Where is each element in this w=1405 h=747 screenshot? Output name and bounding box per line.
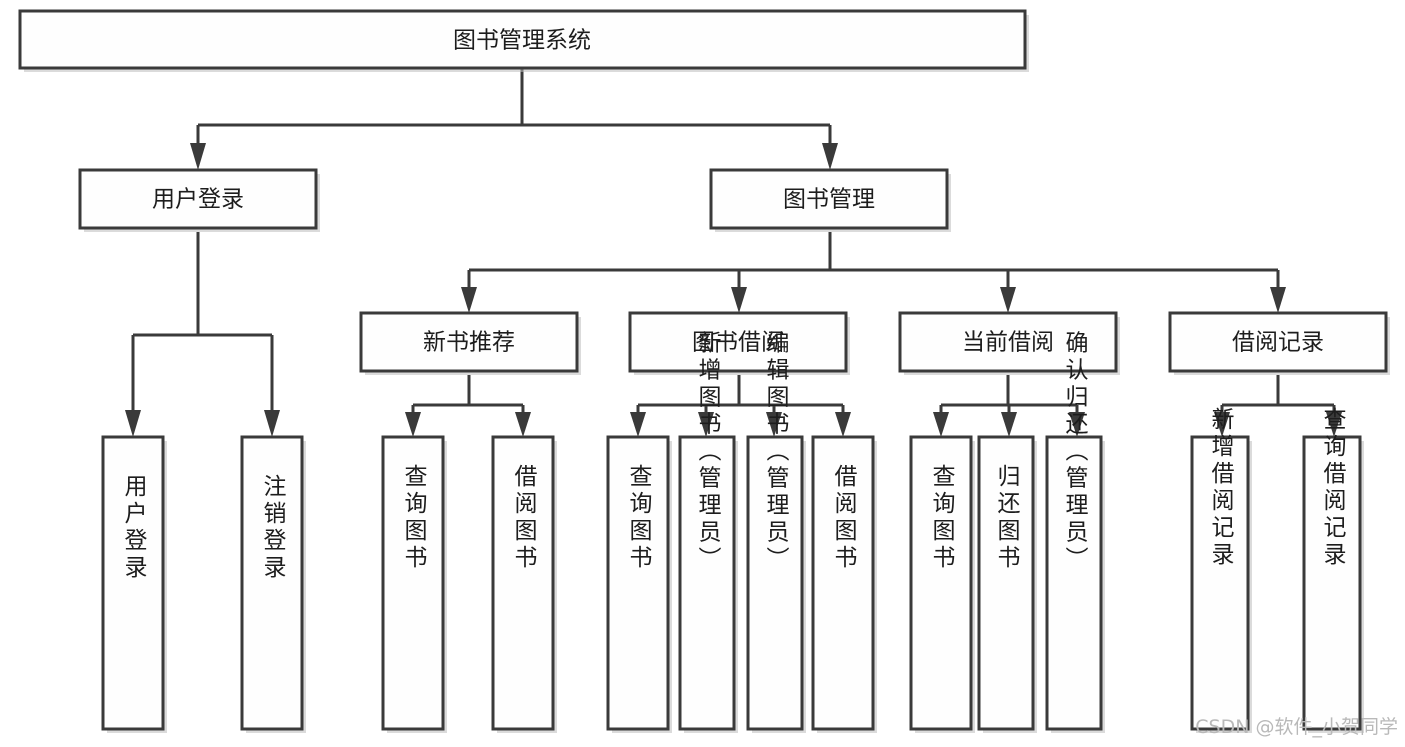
node-leaf-borrow-book-1[interactable]: 借阅图书 [491, 435, 557, 733]
node-leaf-confirm-return[interactable]: 确认归还（管理员） [1045, 331, 1105, 734]
node-leaf-user-login[interactable]: 用户登录 [101, 435, 167, 733]
node-leaf-borrow-book-2-box [811, 435, 875, 731]
node-current-borrow-label: 当前借阅 [962, 330, 1054, 356]
node-leaf-edit-book-box [746, 435, 804, 731]
arrowhead-leaf-query-record [1326, 412, 1342, 437]
node-new-book-rec-box [359, 311, 579, 373]
node-leaf-confirm-return-box [1045, 435, 1103, 731]
node-root[interactable]: 图书管理系统 [18, 9, 1029, 72]
node-leaf-borrow-book-1-box [491, 435, 555, 731]
arrowhead-leaf-add-record [1214, 412, 1230, 437]
arrowhead-leaf-query-book-2 [630, 412, 646, 437]
node-user-login-box [78, 168, 318, 230]
arrowhead-book-manage [822, 143, 838, 170]
node-book-manage[interactable]: 图书管理 [709, 168, 951, 232]
node-leaf-query-book-2-label: 查询图书 [625, 464, 653, 572]
arrowhead-leaf-borrow-book-2 [835, 412, 851, 437]
node-leaf-return-book-box [977, 435, 1035, 731]
node-leaf-add-record-label: 新增借阅记录 [1207, 407, 1235, 569]
node-leaf-logout-label: 注销登录 [259, 474, 287, 582]
arrowhead-current-borrow [1000, 287, 1016, 313]
edge-group [125, 68, 1342, 437]
arrowhead-leaf-user-login [125, 410, 141, 437]
node-user-login-label: 用户登录 [152, 187, 244, 213]
node-leaf-borrow-book-1-label: 借阅图书 [510, 464, 538, 572]
node-leaf-query-book-3[interactable]: 查询图书 [909, 435, 975, 733]
node-new-book-rec[interactable]: 新书推荐 [359, 311, 581, 375]
node-leaf-logout-box [240, 435, 304, 731]
node-book-manage-box [709, 168, 949, 230]
node-leaf-user-login-label: 用户登录 [120, 474, 148, 582]
arrowhead-leaf-add-book [698, 412, 714, 437]
arrowhead-leaf-edit-book [766, 412, 782, 437]
arrowhead-leaf-borrow-book-1 [515, 412, 531, 437]
node-book-borrow-label: 图书借阅 [692, 330, 784, 356]
arrowhead-leaf-query-book-3 [933, 412, 949, 437]
watermark: CSDN @软件_小贺同学 [1195, 716, 1398, 738]
node-leaf-user-login-box [101, 435, 165, 731]
arrowhead-leaf-logout [264, 410, 280, 437]
node-leaf-query-record[interactable]: 查询借阅记录 [1302, 407, 1364, 733]
arrowhead-leaf-return-book [1001, 412, 1017, 437]
node-leaf-borrow-book-2[interactable]: 借阅图书 [811, 435, 877, 733]
node-leaf-query-book-3-box [909, 435, 973, 731]
node-leaf-query-record-label: 查询借阅记录 [1319, 407, 1347, 569]
node-leaf-query-book-1-label: 查询图书 [400, 464, 428, 572]
node-root-box [18, 9, 1027, 70]
node-leaf-query-book-2[interactable]: 查询图书 [606, 435, 672, 733]
node-leaf-borrow-book-2-label: 借阅图书 [830, 464, 858, 572]
node-leaf-add-book-box [678, 435, 736, 731]
node-current-borrow[interactable]: 当前借阅 [898, 311, 1120, 375]
node-leaf-return-book[interactable]: 归还图书 [977, 435, 1037, 733]
node-book-manage-label: 图书管理 [783, 187, 875, 213]
node-leaf-query-record-box [1302, 435, 1362, 731]
node-leaf-add-book-label: 新增图书（管理员） [694, 331, 722, 574]
node-book-borrow-box [628, 311, 848, 373]
node-leaf-add-record-box [1190, 435, 1250, 731]
node-current-borrow-box [898, 311, 1118, 373]
node-leaf-query-book-3-label: 查询图书 [928, 464, 956, 572]
arrowhead-new-book-rec [461, 287, 477, 313]
node-borrow-record[interactable]: 借阅记录 [1168, 311, 1390, 375]
node-borrow-record-box [1168, 311, 1388, 373]
node-new-book-rec-label: 新书推荐 [423, 330, 515, 356]
node-borrow-record-label: 借阅记录 [1232, 330, 1324, 356]
node-leaf-return-book-label: 归还图书 [993, 464, 1021, 572]
node-user-login[interactable]: 用户登录 [78, 168, 320, 232]
node-book-borrow[interactable]: 图书借阅 [628, 311, 850, 375]
arrowhead-user-login [190, 143, 206, 170]
arrowhead-book-borrow [731, 287, 747, 313]
arrowhead-leaf-confirm-return [1069, 412, 1085, 437]
arrowhead-borrow-record [1270, 287, 1286, 313]
node-leaf-query-book-1-box [381, 435, 445, 731]
node-leaf-confirm-return-label: 确认归还（管理员） [1061, 331, 1089, 574]
node-leaf-query-book-2-box [606, 435, 670, 731]
node-root-label: 图书管理系统 [453, 28, 591, 54]
node-leaf-edit-book-label: 编辑图书（管理员） [762, 331, 790, 574]
node-leaf-add-book[interactable]: 新增图书（管理员） [678, 331, 738, 734]
arrowhead-leaf-query-book-1 [405, 412, 421, 437]
node-leaf-add-record[interactable]: 新增借阅记录 [1190, 407, 1252, 733]
node-leaf-edit-book[interactable]: 编辑图书（管理员） [746, 331, 806, 734]
node-leaf-query-book-1[interactable]: 查询图书 [381, 435, 447, 733]
node-leaf-logout[interactable]: 注销登录 [240, 435, 306, 733]
